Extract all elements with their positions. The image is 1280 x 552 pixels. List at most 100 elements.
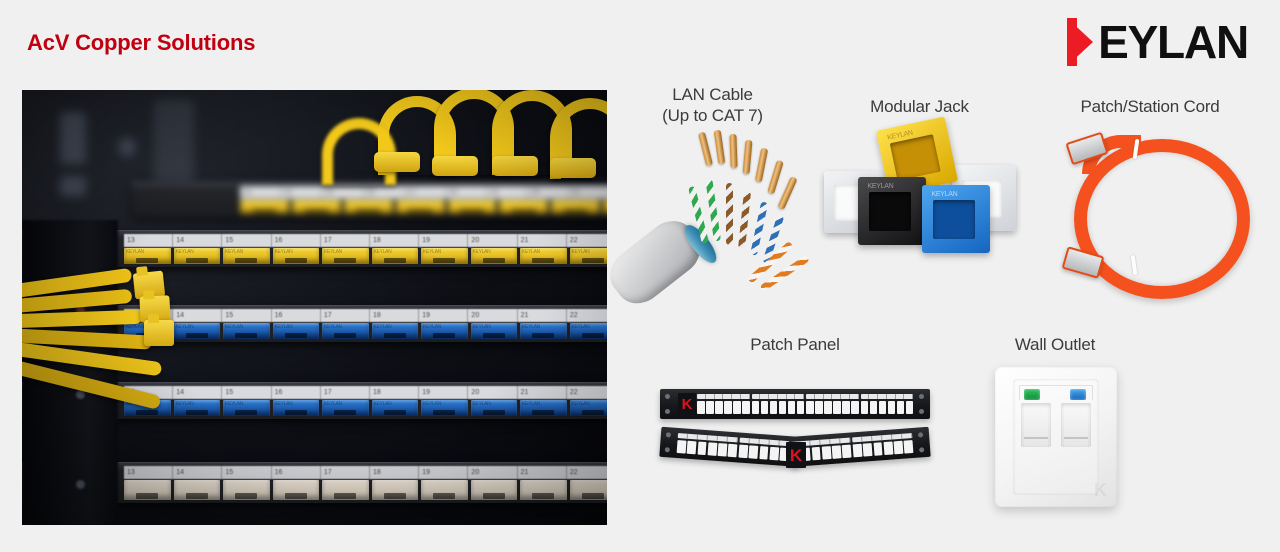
logo-wordmark: EYLAN xyxy=(1098,16,1249,68)
outlet-port-left xyxy=(1021,403,1051,447)
jack: KEYLAN xyxy=(371,400,418,416)
twisted-pair-brown-white xyxy=(738,190,752,250)
jack: KEYLAN xyxy=(470,323,517,339)
product-lan-cable: LAN Cable (Up to CAT 7) xyxy=(600,84,810,317)
outlet-recess-line xyxy=(1019,385,1093,400)
patch-cord xyxy=(322,118,396,185)
page-title: AcV Copper Solutions xyxy=(27,30,256,55)
twisted-pair-brown xyxy=(726,183,733,245)
jack: KEYLAN xyxy=(371,248,418,264)
twisted-pair-green-white xyxy=(705,179,721,242)
jack: KEYLAN xyxy=(223,248,270,264)
jack xyxy=(499,200,549,214)
twisted-pair-blue xyxy=(750,201,769,256)
lan-cable-art xyxy=(600,129,820,317)
jack: KEYLAN xyxy=(569,248,607,264)
product-wall-outlet: Wall Outlet K xyxy=(985,334,1125,511)
rack-ear-right xyxy=(913,427,931,458)
outlet-port-right xyxy=(1061,403,1091,447)
jack: KEYLAN xyxy=(124,248,171,264)
outlet-k-watermark-icon: K xyxy=(1094,480,1107,500)
outlet-inner-plate xyxy=(1013,379,1099,495)
product-patch-station-cord: Patch/Station Cord xyxy=(1060,96,1250,299)
rack-blur-highlight xyxy=(118,138,136,156)
jack xyxy=(603,200,607,214)
product-patch-panel: Patch Panel K xyxy=(659,334,931,471)
cord-boot xyxy=(374,152,420,172)
jack: KEYLAN xyxy=(421,323,468,339)
jack: KEYLAN xyxy=(371,323,418,339)
jack: KEYLAN xyxy=(520,323,567,339)
cord-boot xyxy=(492,156,538,176)
port-group xyxy=(751,394,804,414)
rack-ear-left xyxy=(660,389,676,419)
rj45-plug xyxy=(144,314,174,346)
cord-boot xyxy=(550,158,596,178)
rack-screw xyxy=(76,480,85,489)
jack: KEYLAN xyxy=(470,400,517,416)
rack-screw xyxy=(76,390,85,399)
jack: KEYLAN xyxy=(569,400,607,416)
port-group xyxy=(860,394,913,414)
product-modular-jack: Modular Jack KEYLAN KEYLAN KEYLAN xyxy=(822,96,1017,273)
port-icon-blue xyxy=(1070,389,1086,400)
product-caption-wall-outlet: Wall Outlet xyxy=(1014,335,1096,354)
jack xyxy=(569,480,607,500)
jack xyxy=(520,480,567,500)
jack: KEYLAN xyxy=(173,323,220,339)
jack xyxy=(421,480,468,500)
jack: KEYLAN xyxy=(322,323,369,339)
jack: KEYLAN xyxy=(272,248,319,264)
jack xyxy=(551,200,601,214)
jack: KEYLAN xyxy=(520,400,567,416)
rack-blur-highlight xyxy=(154,100,194,184)
copper-conductor xyxy=(697,131,714,167)
rack-blur-highlight xyxy=(60,176,86,196)
jack: KEYLAN xyxy=(272,400,319,416)
keylan-logo: EYLAN xyxy=(1067,16,1249,68)
patch-panel-flat: K xyxy=(660,389,930,419)
product-caption-lan-cable: LAN Cable (Up to CAT 7) xyxy=(662,85,763,125)
jack: KEYLAN xyxy=(223,400,270,416)
jack: KEYLAN xyxy=(470,248,517,264)
copper-conductor xyxy=(767,159,784,195)
keystone-jack-black: KEYLAN xyxy=(858,177,926,245)
patch-panel-art: K xyxy=(659,361,931,471)
copper-conductor xyxy=(729,133,738,169)
jack xyxy=(371,480,418,500)
product-caption-modular-jack: Modular Jack xyxy=(870,97,969,116)
port-group xyxy=(697,394,750,414)
keystone-jack-blue: KEYLAN xyxy=(922,185,990,253)
jack xyxy=(173,480,220,500)
jack xyxy=(343,200,393,214)
jack xyxy=(240,200,289,214)
patch-panel-angled: K xyxy=(659,426,931,471)
product-caption-patch-panel: Patch Panel xyxy=(750,335,840,354)
jack xyxy=(322,480,369,500)
jack xyxy=(124,480,171,500)
jack: KEYLAN xyxy=(421,248,468,264)
panel-k-logo-icon: K xyxy=(786,442,806,468)
wall-outlet-art: K xyxy=(985,361,1125,511)
jack: KEYLAN xyxy=(223,323,270,339)
jack: KEYLAN xyxy=(173,400,220,416)
jack: KEYLAN xyxy=(272,323,319,339)
jack: KEYLAN xyxy=(569,323,607,339)
jack xyxy=(470,480,517,500)
rack-screw xyxy=(76,305,85,314)
panel-k-logo-icon: K xyxy=(678,393,696,415)
jack xyxy=(447,200,497,214)
modular-jack-art: KEYLAN KEYLAN KEYLAN xyxy=(822,116,1017,273)
product-caption-patch-cord: Patch/Station Cord xyxy=(1080,97,1220,116)
copper-conductor xyxy=(777,176,798,210)
jack xyxy=(272,480,319,500)
rack-blur-highlight xyxy=(60,112,86,164)
logo-chevron-icon xyxy=(1067,18,1101,66)
port-icon-green xyxy=(1024,389,1040,400)
jack xyxy=(291,200,341,214)
